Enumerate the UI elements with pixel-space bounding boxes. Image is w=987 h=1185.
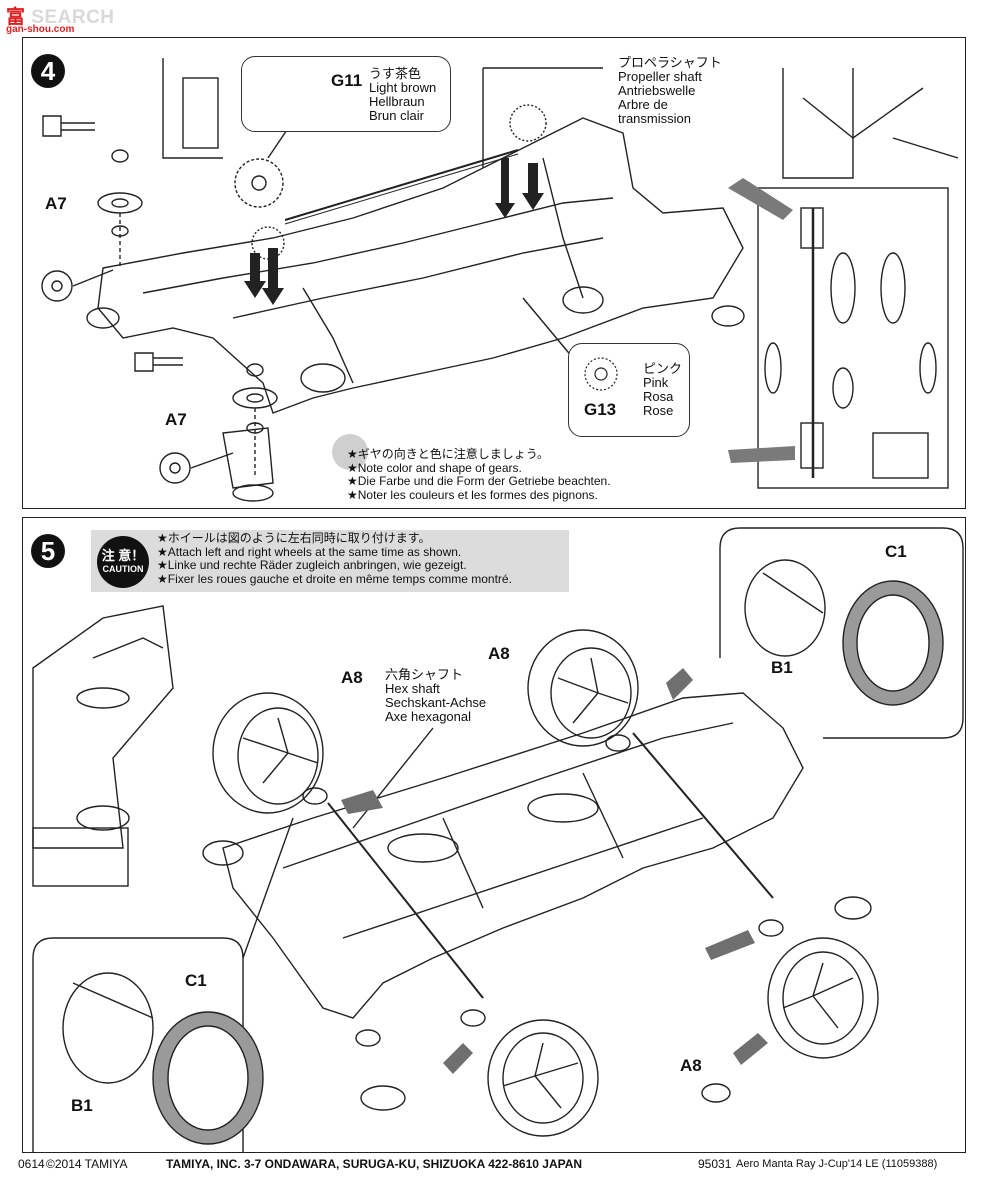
caution-badge: 注 意！ CAUTION [97, 536, 149, 588]
g11-color-jp: うす茶色 [369, 66, 422, 81]
part-a8-top: A8 [488, 644, 510, 663]
caution-jp: 注 意！ [101, 548, 145, 563]
footer-code: 0614 [18, 1157, 45, 1171]
part-a8-bottom: A8 [680, 1056, 702, 1075]
part-a7-top: A7 [45, 194, 67, 213]
g11-color-en: Light brown [369, 80, 437, 95]
hex-shaft-fr: Axe hexagonal [385, 709, 472, 724]
part-g13: G13 [584, 400, 617, 419]
part-c1-right: C1 [885, 542, 907, 561]
step-5-note-fr: ★Fixer les roues gauche et droite en mêm… [157, 571, 512, 586]
step-4-note-jp: ★ギヤの向きと色に注意しましょう。 [347, 447, 550, 461]
propeller-shaft-en: Propeller shaft [618, 69, 702, 84]
part-c1-left: C1 [185, 971, 207, 990]
step-5-note-en: ★Attach left and right wheels at the sam… [157, 544, 462, 559]
footer-model: Aero Manta Ray J-Cup'14 LE (11059388) [736, 1158, 938, 1170]
propeller-shaft-jp: プロペラシャフト [618, 55, 722, 70]
footer-item-number: 95031 [698, 1157, 732, 1171]
part-a7-bottom: A7 [165, 410, 187, 429]
step-4-note: ★ギヤの向きと色に注意しましょう。 ★Note color and shape … [347, 447, 611, 502]
step-4-note-fr: ★Noter les couleurs et les formes des pi… [347, 487, 598, 502]
step-4-note-de: ★Die Farbe und die Form der Getriebe bea… [347, 474, 611, 489]
part-b1-right: B1 [771, 658, 793, 677]
g13-color-de: Rosa [643, 389, 674, 404]
watermark-url: gan-shou.com [6, 24, 75, 35]
step-5-note-jp: ★ホイールは図のように左右同時に取り付けます。 [157, 531, 431, 545]
g13-color-en: Pink [643, 375, 669, 390]
part-b1-left: B1 [71, 1096, 93, 1115]
step-4-illustration [41, 58, 959, 502]
hex-shaft-de: Sechskant-Achse [385, 695, 487, 710]
step-4-number: 4 [31, 54, 65, 88]
watermark-logo: 富 SEARCH [6, 2, 115, 29]
footer-copyright: ©2014 TAMIYA [46, 1157, 128, 1171]
part-a8-left: A8 [341, 668, 363, 687]
caution-en: CAUTION [102, 564, 144, 574]
g13-color-fr: Rose [643, 403, 674, 418]
propeller-shaft-fr-2: transmission [618, 111, 691, 126]
step-5-note: ★ホイールは図のように左右同時に取り付けます。 ★Attach left and… [157, 531, 512, 586]
step-5-number: 5 [31, 534, 65, 568]
g11-color-fr: Brun clair [369, 108, 424, 123]
hex-shaft-jp: 六角シャフト [385, 667, 464, 682]
g13-color-jp: ピンク [643, 361, 683, 376]
step-5-panel: 5 注 意！ CAUTION ★ホイールは図のように左右同時に取り付けます。 ★… [22, 517, 966, 1153]
step-5-note-background [91, 530, 569, 592]
part-g11: G11 [331, 71, 363, 90]
footer-company: TAMIYA, INC. 3-7 ONDAWARA, SURUGA-KU, SH… [166, 1157, 583, 1171]
watermark-text: SEARCH [31, 7, 115, 28]
propeller-shaft-label: プロペラシャフト Propeller shaft Antriebswelle A… [618, 56, 722, 126]
step-4-note-en: ★Note color and shape of gears. [347, 460, 522, 475]
watermark-logo-glyph: 富 [6, 7, 26, 28]
step-5-note-de: ★Linke und rechte Räder zugleich anbring… [157, 558, 467, 573]
g13-color-labels: ピンク Pink Rosa Rose [643, 362, 682, 418]
g11-color-de: Hellbraun [369, 94, 425, 109]
g11-callout [241, 56, 451, 132]
hex-shaft-en: Hex shaft [385, 681, 440, 696]
propeller-shaft-de: Antriebswelle [618, 83, 696, 98]
hex-shaft-label: 六角シャフト Hex shaft Sechskant-Achse Axe hex… [385, 668, 486, 724]
g11-color-labels: うす茶色 Light brown Hellbraun Brun clair [369, 67, 436, 123]
step-4-panel: 4 [22, 37, 966, 509]
propeller-shaft-fr-1: Arbre de [618, 97, 668, 112]
step-5-illustration [32, 527, 964, 1152]
